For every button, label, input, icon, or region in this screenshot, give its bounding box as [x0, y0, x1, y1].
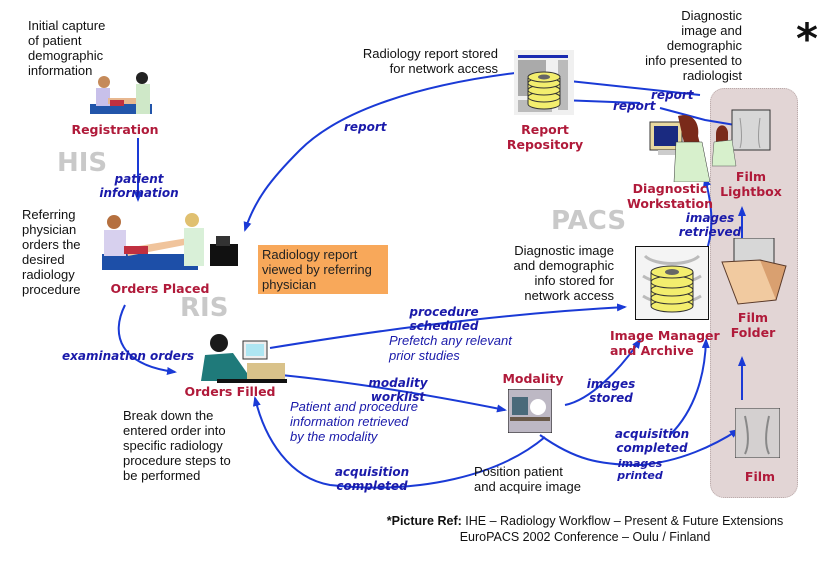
orders-filled-illustration	[197, 333, 287, 383]
flow-report-second: report	[613, 99, 656, 113]
arrow-modality-worklist	[259, 372, 507, 413]
picture-reference: *Picture Ref: IHE – Radiology Workflow –…	[350, 513, 820, 545]
flow-modality-worklist: modality worklist	[368, 376, 428, 404]
flow-acquisition-completed-left: acquisition completed	[334, 465, 410, 493]
image-manager-icon	[634, 245, 710, 321]
flow-procedure-scheduled: procedure scheduled	[409, 305, 479, 333]
film-icon	[734, 407, 781, 459]
arrow-procedure-scheduled	[269, 303, 627, 349]
flow-images-printed: images printed	[617, 457, 663, 482]
node-report-repository: Report Repository	[506, 122, 584, 152]
node-orders-placed: Orders Placed	[110, 281, 210, 296]
flow-patient-information: patient information	[99, 172, 179, 200]
desc-image-manager: Diagnostic image and demographic info st…	[513, 243, 614, 303]
report-viewed-callout: Radiology report viewed by referring phy…	[258, 245, 388, 294]
node-registration: Registration	[71, 122, 159, 137]
arrow-exam-orders	[117, 304, 177, 375]
flow-report-top: report	[651, 88, 694, 102]
reference-asterisk: *	[796, 14, 818, 63]
arrow-repository-to-physician	[243, 72, 516, 232]
film-lightbox-illustration	[711, 108, 774, 168]
registration-illustration	[90, 70, 160, 118]
arrow-images-stored	[564, 338, 642, 406]
desc-orders-placed: Referring physician orders the desired r…	[22, 207, 81, 297]
film-folder-illustration	[720, 237, 788, 308]
desc-registration: Initial capture of patient demographic i…	[28, 18, 106, 78]
reference-label: *Picture Ref:	[386, 514, 462, 528]
flow-images-retrieved: images retrieved	[678, 211, 742, 239]
system-pacs: PACS	[551, 206, 627, 236]
desc-diagnostic-workstation: Diagnostic image and demographic info pr…	[645, 8, 742, 83]
node-orders-filled: Orders Filled	[184, 384, 276, 399]
node-diagnostic-workstation: Diagnostic Workstation	[626, 181, 713, 211]
desc-orders-filled: Break down the entered order into specif…	[123, 408, 231, 483]
modality-icon	[507, 388, 553, 434]
report-repository-icon	[514, 50, 574, 115]
node-image-manager: Image Manager and Archive	[610, 328, 720, 358]
note-worklist-info: Patient and procedure information retrie…	[290, 399, 418, 444]
arrow-acquisition-completed-left	[252, 396, 546, 489]
node-film: Film	[744, 469, 776, 484]
reference-line1: IHE – Radiology Workflow – Present & Fut…	[461, 514, 784, 528]
flow-acquisition-completed-right: acquisition completed	[614, 427, 690, 455]
arrow-images-printed	[539, 428, 740, 467]
system-his: HIS	[57, 148, 108, 178]
note-prefetch: Prefetch any relevant prior studies	[389, 333, 512, 363]
arrow-report-to-repository-top	[558, 76, 701, 96]
desc-report-repository: Radiology report stored for network acce…	[362, 46, 498, 76]
desc-modality: Position patient and acquire image	[474, 464, 581, 494]
node-modality: Modality	[502, 371, 564, 386]
flow-images-stored: images stored	[586, 377, 636, 405]
diagnostic-workstation-illustration	[648, 112, 718, 183]
system-ris: RIS	[180, 293, 229, 323]
flow-examination-orders: examination orders	[62, 349, 194, 363]
orders-placed-illustration	[100, 210, 240, 272]
node-film-folder: Film Folder	[730, 310, 776, 340]
flow-report-left: report	[344, 120, 387, 134]
arrow-acquisition-completed-right	[669, 338, 710, 436]
node-film-lightbox: Film Lightbox	[720, 169, 782, 199]
reference-line2: EuroPACS 2002 Conference – Oulu / Finlan…	[459, 530, 711, 544]
